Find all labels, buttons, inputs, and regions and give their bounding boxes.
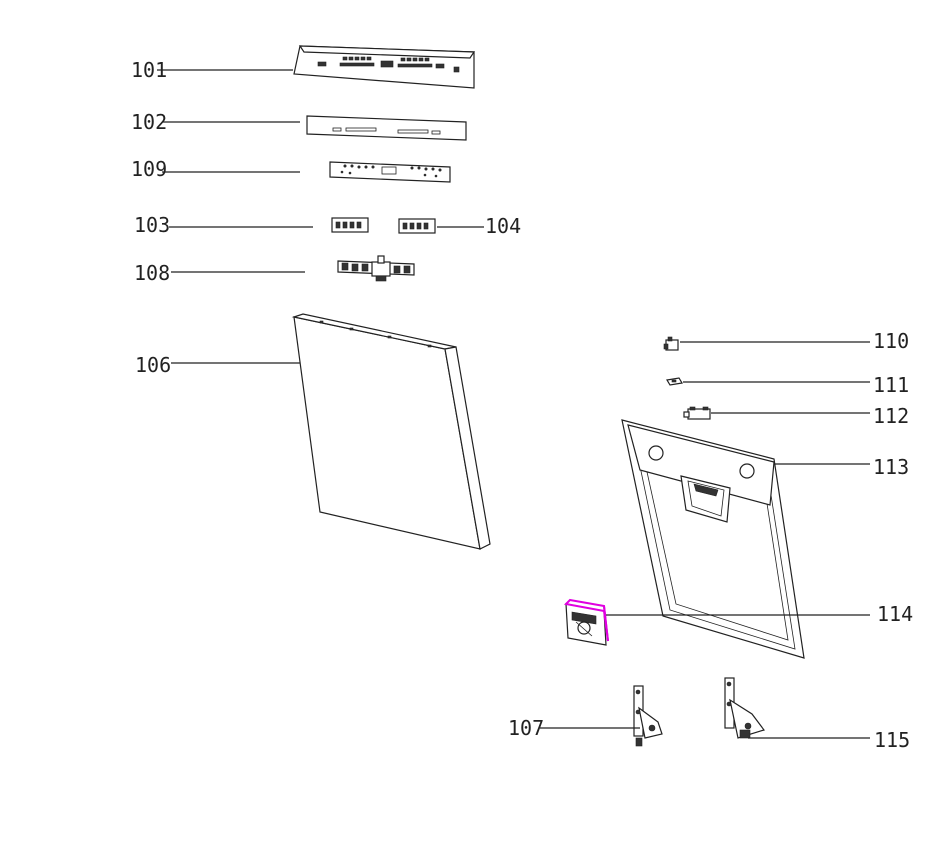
label-109: 109	[131, 157, 167, 181]
label-101: 101	[131, 58, 167, 82]
part-104-button-holder-right[interactable]	[398, 218, 436, 234]
part-110-clip[interactable]	[663, 336, 679, 351]
label-102: 102	[131, 110, 167, 134]
label-103: 103	[134, 213, 170, 237]
label-108: 108	[134, 261, 170, 285]
label-112: 112	[873, 404, 909, 428]
part-102-panel-insert[interactable]	[306, 115, 467, 141]
label-107: 107	[508, 716, 544, 740]
part-115-hinge-right[interactable]	[724, 677, 765, 739]
part-103-button-holder-left[interactable]	[331, 217, 369, 233]
part-114-detergent-dispenser[interactable]	[563, 598, 609, 646]
part-107-hinge-left[interactable]	[633, 685, 663, 747]
label-104: 104	[485, 214, 521, 238]
part-109-display-board[interactable]	[329, 161, 451, 183]
part-112-latch[interactable]	[683, 406, 711, 420]
label-115: 115	[874, 728, 910, 752]
part-108-bracket[interactable]	[337, 255, 415, 282]
label-106: 106	[135, 353, 171, 377]
part-101-control-panel[interactable]	[293, 45, 476, 89]
label-110: 110	[873, 329, 909, 353]
part-106-outer-door-panel[interactable]	[291, 313, 491, 550]
label-113: 113	[873, 455, 909, 479]
part-111-plate[interactable]	[666, 377, 683, 386]
part-113-inner-door-liner[interactable]	[621, 419, 805, 659]
label-114: 114	[877, 602, 913, 626]
label-111: 111	[873, 373, 909, 397]
